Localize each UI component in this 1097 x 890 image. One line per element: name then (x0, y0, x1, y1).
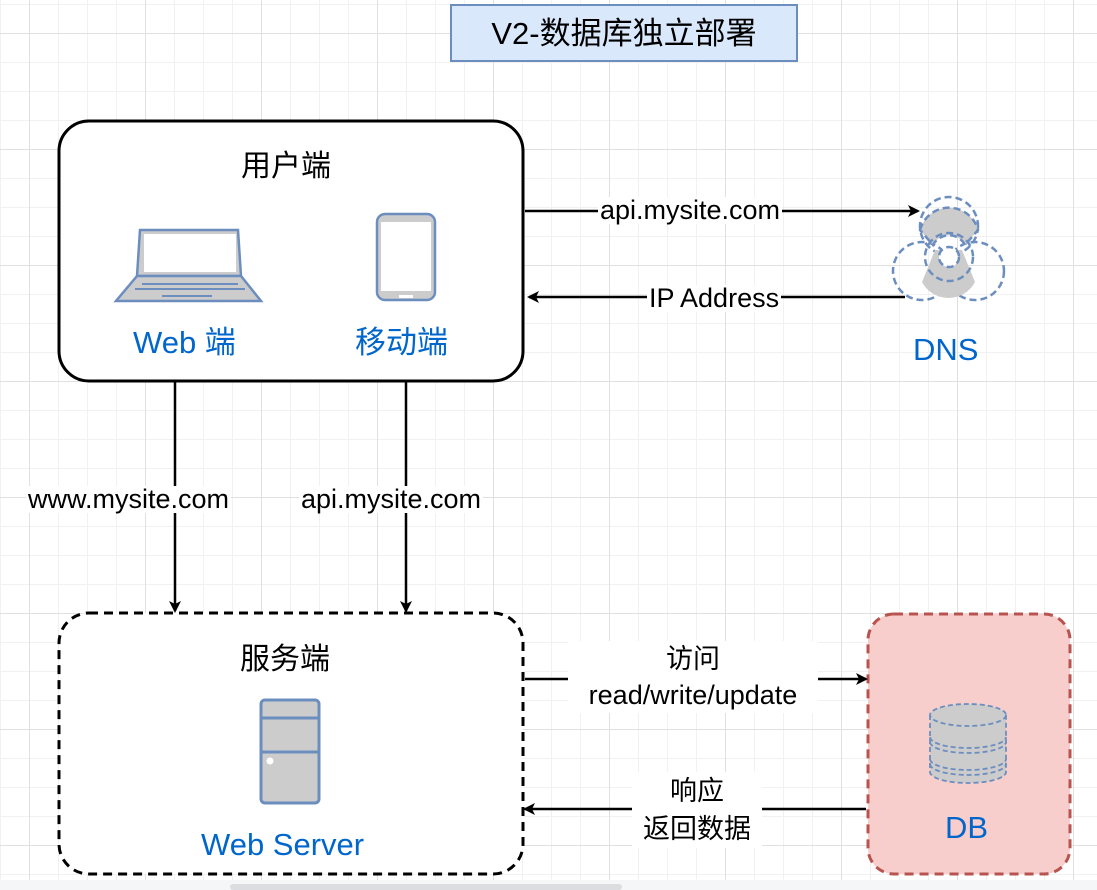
biohazard-icon (891, 195, 1006, 302)
edge-label-server-to-db: 访问 read/write/update (568, 641, 818, 713)
web-client-label: Web 端 (133, 325, 236, 360)
db-label: DB (945, 810, 989, 845)
server-tower-icon (259, 698, 321, 805)
mobile-phone-icon (375, 212, 437, 302)
diagram-title[interactable]: V2-数据库独立部署 (450, 4, 798, 62)
edge-label-db-to-server: 响应 返回数据 (632, 772, 762, 848)
edge-label-db-to-server-line1: 响应 (670, 776, 724, 806)
database-icon (929, 703, 1007, 784)
dns-label: DNS (913, 332, 979, 367)
client-group-label: 用户端 (241, 150, 331, 183)
server-group-label: 服务端 (240, 643, 330, 676)
edge-label-db-to-server-line2: 返回数据 (643, 814, 751, 844)
edge-label-web-to-server: www.mysite.com (26, 484, 232, 514)
horizontal-scrollbar-thumb[interactable] (230, 884, 622, 890)
laptop-icon (113, 228, 264, 303)
edge-label-client-to-dns: api.mysite.com (598, 195, 783, 225)
edge-label-server-to-db-line2: read/write/update (588, 680, 798, 710)
web-server-label: Web Server (201, 827, 365, 862)
client-group-box[interactable] (57, 119, 525, 383)
edge-label-mobile-to-server: api.mysite.com (299, 484, 484, 514)
mobile-client-label: 移动端 (355, 325, 448, 360)
edge-label-server-to-db-line1: 访问 (666, 644, 720, 674)
edge-label-dns-to-client: IP Address (647, 283, 782, 313)
